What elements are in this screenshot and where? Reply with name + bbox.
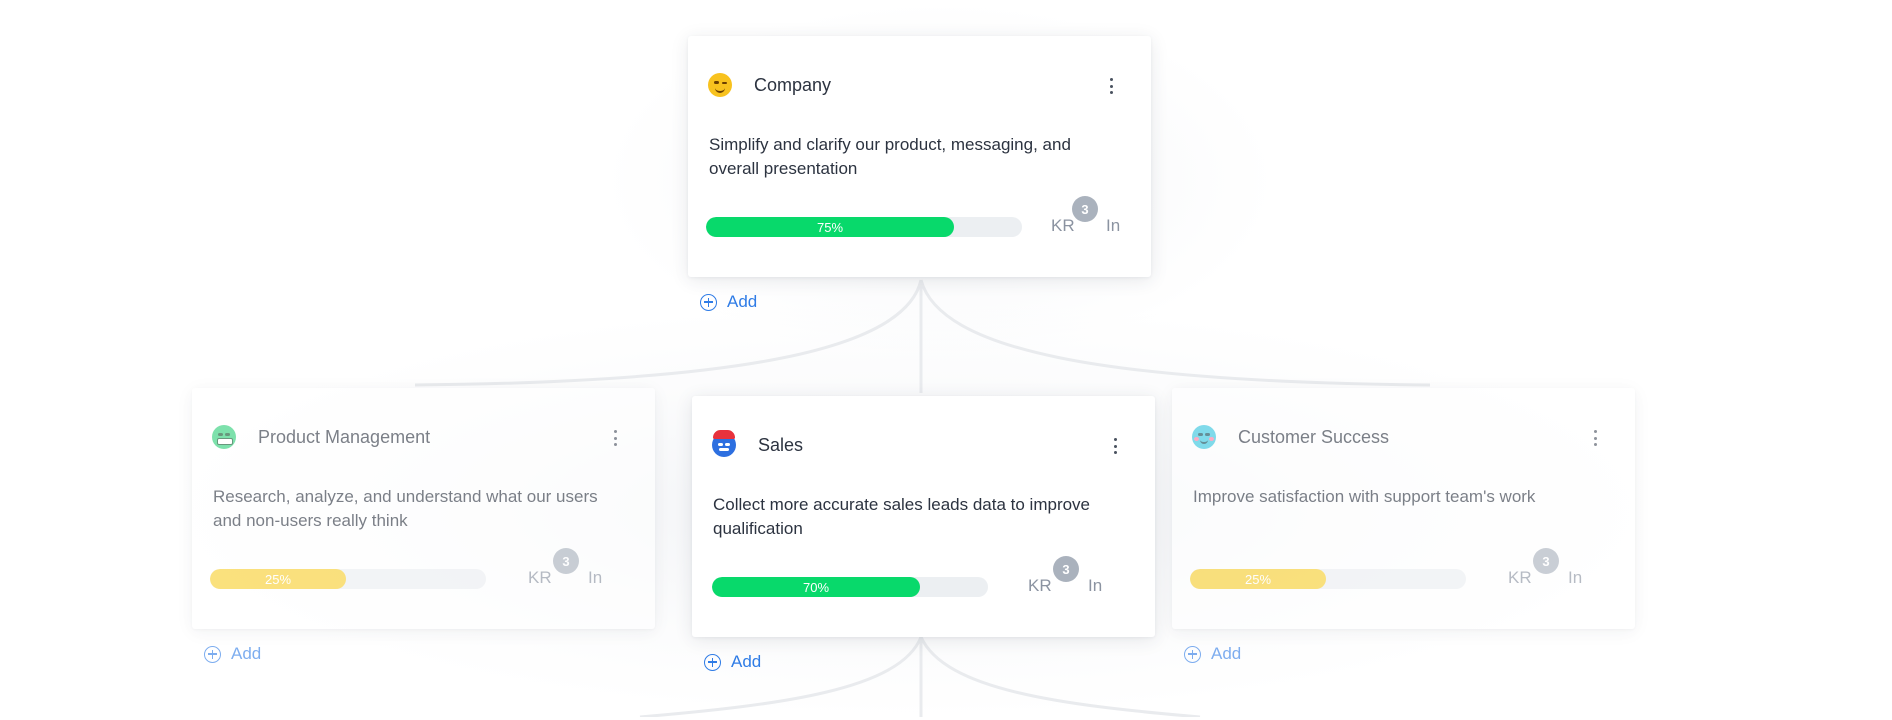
more-options-icon[interactable] [607, 428, 623, 448]
card-header: Sales [712, 428, 1135, 462]
add-label: Add [231, 644, 262, 663]
team-name: Sales [758, 434, 804, 455]
party-face-icon [712, 430, 736, 457]
key-results-count-badge: 3 [1533, 548, 1559, 574]
add-circle-icon [204, 645, 221, 663]
card-header: Company [708, 68, 1131, 102]
team-name: Company [754, 74, 832, 95]
objective-card-product-management[interactable]: Product Management Research, analyze, an… [192, 388, 655, 629]
progress-bar: 25% [210, 569, 486, 589]
key-results-count-badge: 3 [1053, 556, 1079, 582]
progress-fill: 70% [712, 577, 920, 597]
add-child-button[interactable]: Add [704, 652, 761, 672]
progress-fill: 25% [1190, 569, 1326, 589]
add-child-button[interactable]: Add [204, 644, 261, 664]
team-name: Customer Success [1238, 426, 1390, 447]
winking-face-icon [708, 73, 732, 97]
initiatives-label[interactable]: In [1088, 576, 1103, 595]
objective-text: Collect more accurate sales leads data t… [713, 495, 1091, 538]
progress-fill: 25% [210, 569, 346, 589]
objective-text: Research, analyze, and understand what o… [213, 487, 598, 530]
add-label: Add [1211, 644, 1242, 663]
objective-text: Simplify and clarify our product, messag… [709, 135, 1071, 178]
objective-text: Improve satisfaction with support team's… [1193, 487, 1536, 506]
add-circle-icon [704, 653, 721, 671]
objective-card-sales[interactable]: Sales Collect more accurate sales leads … [692, 396, 1155, 637]
initiatives-label[interactable]: In [1106, 216, 1121, 235]
initiatives-label[interactable]: In [588, 568, 603, 587]
grinning-face-icon [212, 425, 236, 449]
more-options-icon[interactable] [1107, 436, 1123, 456]
key-results-label[interactable]: KR [528, 568, 552, 587]
add-child-button[interactable]: Add [1184, 644, 1241, 664]
progress-bar: 25% [1190, 569, 1466, 589]
more-options-icon[interactable] [1587, 428, 1603, 448]
add-label: Add [731, 652, 762, 671]
connector-line [414, 279, 923, 387]
add-circle-icon [1184, 645, 1201, 663]
initiatives-label[interactable]: In [1568, 568, 1583, 587]
connector-line [919, 636, 1201, 717]
key-results-label[interactable]: KR [1508, 568, 1532, 587]
add-label: Add [727, 292, 758, 311]
connector-line [639, 636, 923, 717]
connector-line [919, 279, 1431, 387]
progress-fill: 75% [706, 217, 954, 237]
key-results-label[interactable]: KR [1028, 576, 1052, 595]
key-results-count-badge: 3 [1072, 196, 1098, 222]
objective-card-customer-success[interactable]: Customer Success Improve satisfaction wi… [1172, 388, 1635, 629]
key-results-label[interactable]: KR [1051, 216, 1075, 235]
smiling-face-icon [1192, 425, 1216, 449]
add-circle-icon [700, 293, 717, 311]
card-header: Product Management [212, 420, 635, 454]
add-child-button[interactable]: Add [700, 292, 757, 312]
progress-bar: 75% [706, 217, 1022, 237]
team-name: Product Management [258, 426, 431, 447]
more-options-icon[interactable] [1103, 76, 1119, 96]
progress-bar: 70% [712, 577, 988, 597]
card-header: Customer Success [1192, 420, 1615, 454]
objective-card-company[interactable]: Company Simplify and clarify our product… [688, 36, 1151, 277]
key-results-count-badge: 3 [553, 548, 579, 574]
